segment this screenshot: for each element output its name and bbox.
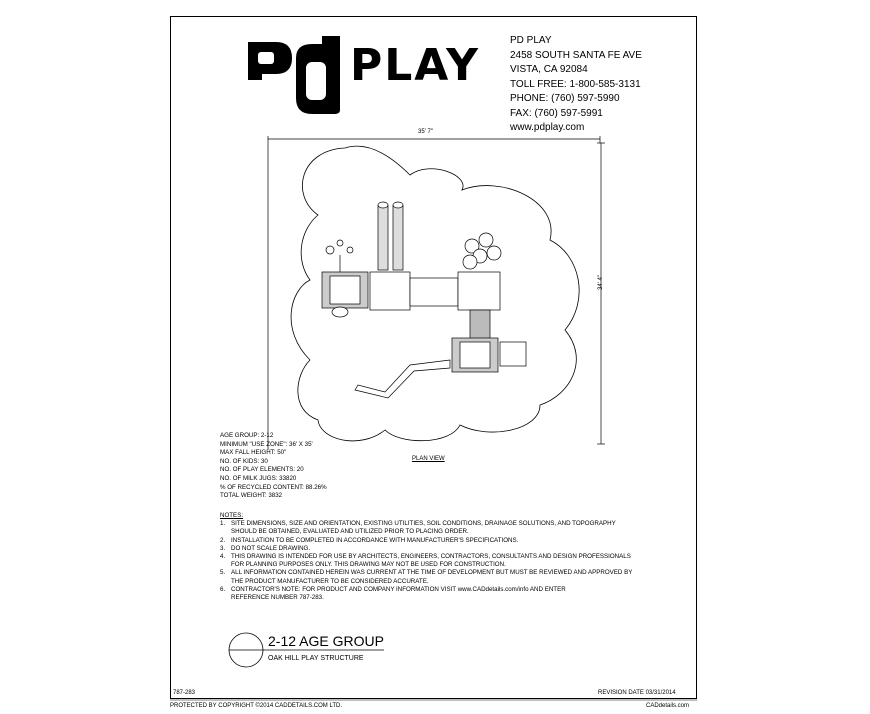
toll-free: TOLL FREE: 1-800-585-3131 — [510, 78, 641, 90]
reference-number: 787-283 — [173, 690, 196, 696]
notes-heading: NOTES: — [220, 512, 244, 519]
note-item: 6.CONTRACTOR'S NOTE: FOR PRODUCT AND COM… — [220, 585, 566, 593]
specs-block: AGE GROUP: 2-12 MINIMUM "USE ZONE": 36' … — [220, 432, 327, 501]
spec-line: % OF RECYCLED CONTENT: 88.26% — [220, 483, 327, 491]
fax: FAX: (760) 597-5991 — [510, 107, 603, 119]
spec-line: MAX FALL HEIGHT: 50" — [220, 449, 287, 457]
note-item-cont: REFERENCE NUMBER 787-283. — [231, 594, 324, 602]
note-item-cont: SHOULD BE OBTAINED, EVALUATED AND UTILIZ… — [231, 528, 469, 536]
company-address-block: PD PLAY 2458 SOUTH SANTA FE AVE VISTA, C… — [510, 34, 642, 136]
pd-logo-mark — [248, 36, 340, 114]
spec-line: NO. OF KIDS: 30 — [220, 457, 268, 465]
address-line-1: 2458 SOUTH SANTA FE AVE — [510, 49, 642, 61]
spec-line: NO. OF MILK JUGS: 33820 — [220, 474, 297, 482]
note-item-cont: FOR PLANNING PURPOSES ONLY. THIS DRAWING… — [231, 561, 506, 569]
width-dimension-label: 35' 7" — [418, 129, 433, 135]
note-item: 4.THIS DRAWING IS INTENDED FOR USE BY AR… — [220, 553, 631, 561]
copyright: PROTECTED BY COPYRIGHT ©2014 CADDETAILS.… — [170, 703, 343, 709]
website: www.pdplay.com — [510, 122, 585, 133]
logo-text: PLAY — [350, 40, 480, 91]
height-dimension-label: 34' 4" — [598, 275, 604, 290]
note-item: 1.SITE DIMENSIONS, SIZE AND ORIENTATION,… — [220, 520, 616, 528]
play-structure — [321, 201, 527, 399]
use-zone-outline — [290, 145, 580, 442]
note-item: 2.INSTALLATION TO BE COMPLETED IN ACCORD… — [220, 536, 519, 544]
spec-line: MINIMUM "USE ZONE": 36' X 35' — [220, 440, 313, 448]
company-name: PD PLAY — [510, 35, 552, 46]
note-item: 5.ALL INFORMATION CONTAINED HEREIN WAS C… — [220, 569, 633, 577]
revision-date: REVISION DATE 03/31/2014 — [598, 690, 676, 696]
phone: PHONE: (760) 597-5990 — [510, 93, 620, 104]
title-block-title: 2-12 AGE GROUP — [268, 633, 384, 649]
note-item: 3.DO NOT SCALE DRAWING. — [220, 544, 311, 552]
title-block-symbol — [228, 632, 384, 668]
site-link[interactable]: CADdetails.com — [646, 703, 690, 709]
title-block-subtitle: OAK HILL PLAY STRUCTURE — [268, 655, 364, 662]
plan-view-label: PLAN VIEW — [412, 456, 445, 462]
notes-block: NOTES: 1.SITE DIMENSIONS, SIZE AND ORIEN… — [220, 512, 632, 602]
spec-line: NO. OF PLAY ELEMENTS: 20 — [220, 466, 304, 474]
drawing-sheet-border — [170, 16, 697, 699]
spec-line: TOTAL WEIGHT: 3832 — [220, 492, 283, 500]
note-item-cont: THE PRODUCT MANUFACTURER TO BE CONSIDERE… — [231, 577, 429, 585]
address-line-2: VISTA, CA 92084 — [510, 64, 588, 75]
spec-line: AGE GROUP: 2-12 — [220, 432, 274, 439]
dimension-lines — [267, 136, 605, 450]
